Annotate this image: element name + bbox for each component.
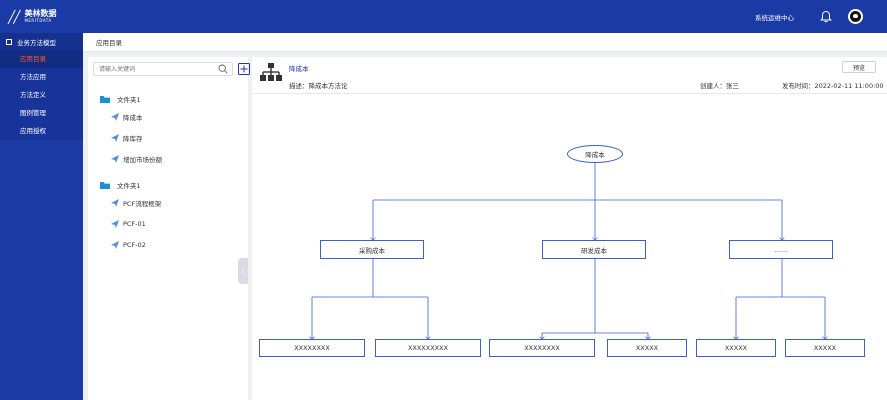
diagram-node-level1[interactable]: ...... [729,240,833,259]
send-icon [111,198,119,207]
sidebar: 业务方法模型 应用目录 方法应用 方法定义 图例管理 应用授权 [0,33,83,400]
chevron-left-icon: ‹ [241,266,245,276]
sidebar-item-legend-management[interactable]: 图例管理 [0,104,83,122]
send-icon [111,112,119,121]
catalog-tree-panel: 文件夹1 降成本 降库存 增加市场份额 文件夹1 PCF流程框架 PCF-01 [88,57,250,400]
method-tree-diagram: 降成本 采购成本 研发成本 ...... XXXXXXXX XXXXXXXXX … [252,95,887,400]
system-center-link[interactable]: 系统运维中心 [755,13,794,22]
sidebar-item-app-authorization[interactable]: 应用授权 [0,122,83,140]
send-icon [111,240,119,249]
diagram-node-level1[interactable]: 研发成本 [542,240,646,259]
tree-folder[interactable]: 文件夹1 [88,92,248,106]
brand-name-cn: 美林数据 [24,9,57,18]
tree-folder-label: 文件夹1 [117,96,141,104]
preview-button[interactable]: 预览 [842,61,876,73]
brand-mark-icon: ╱╱ [8,9,21,24]
sidebar-root-menu[interactable]: 业务方法模型 [0,33,83,50]
folder-icon [100,181,110,189]
top-header: ╱╱ 美林数据 MERITDATA 系统运维中心 [0,0,887,33]
diagram-node-level2[interactable]: XXXXX [607,339,687,357]
diagram-node-root[interactable]: 降成本 [567,145,623,163]
folder-icon [100,95,110,103]
tree-item[interactable]: 降库存 [88,127,248,148]
tree-folder[interactable]: 文件夹1 [88,178,248,192]
detail-header: 降成本 描述：降成本方法论 创建人：张三 发布时间：2022-02-11 11:… [252,57,887,94]
diagram-connectors [252,163,887,400]
diagram-node-level2[interactable]: XXXXX [696,339,776,357]
send-icon [111,219,119,228]
search-input[interactable] [93,62,233,76]
diagram-node-level2[interactable]: XXXXXXXXX [375,339,481,357]
org-chart-icon [260,63,282,81]
diagram-node-level2[interactable]: XXXXXXXX [489,339,595,357]
add-folder-icon[interactable] [238,63,250,75]
sidebar-item-app-catalog[interactable]: 应用目录 [0,50,83,68]
grid-icon [6,38,12,45]
tree-item[interactable]: 增加市场份额 [88,148,248,169]
tree-item-label: 增加市场份额 [123,155,162,164]
tree-item[interactable]: 降成本 [88,106,248,127]
tree-item[interactable]: PCF-01 [88,213,248,234]
tree-item-label: PCF-01 [123,219,146,228]
tree-item-label: 降成本 [123,113,143,122]
tree-item-label: PCF-02 [123,240,146,249]
search-icon[interactable] [218,64,228,74]
user-avatar[interactable] [848,9,863,24]
sidebar-item-method-definition[interactable]: 方法定义 [0,86,83,104]
sidebar-root-label: 业务方法模型 [17,38,56,47]
tree-item[interactable]: PCF流程框架 [88,192,248,213]
detail-publish-time: 发布时间：2022-02-11 11:00:00 [782,82,884,90]
breadcrumb-current: 应用目录 [96,39,122,47]
detail-description: 描述：降成本方法论 [289,82,348,90]
detail-title: 降成本 [289,65,309,73]
detail-creator: 创建人：张三 [700,82,739,90]
collapse-panel-handle[interactable]: ‹ [238,258,248,284]
brand-logo[interactable]: ╱╱ 美林数据 MERITDATA [8,10,56,24]
diagram-node-level2[interactable]: XXXXXXXX [259,339,365,357]
bell-icon[interactable] [820,10,832,23]
tree-folder-label: 文件夹1 [117,182,141,190]
diagram-node-level2[interactable]: XXXXX [785,339,865,357]
tree-item-label: 降库存 [123,134,143,143]
tree-item-label: PCF流程框架 [123,199,162,208]
catalog-tree: 文件夹1 降成本 降库存 增加市场份额 文件夹1 PCF流程框架 PCF-01 [88,92,248,255]
tree-item[interactable]: PCF-02 [88,234,248,255]
diagram-node-level1[interactable]: 采购成本 [320,240,424,259]
send-icon [111,133,119,142]
breadcrumb: 应用目录 [83,33,887,52]
brand-name-en: MERITDATA [24,18,52,23]
sidebar-item-method-application[interactable]: 方法应用 [0,68,83,86]
send-icon [111,154,119,163]
